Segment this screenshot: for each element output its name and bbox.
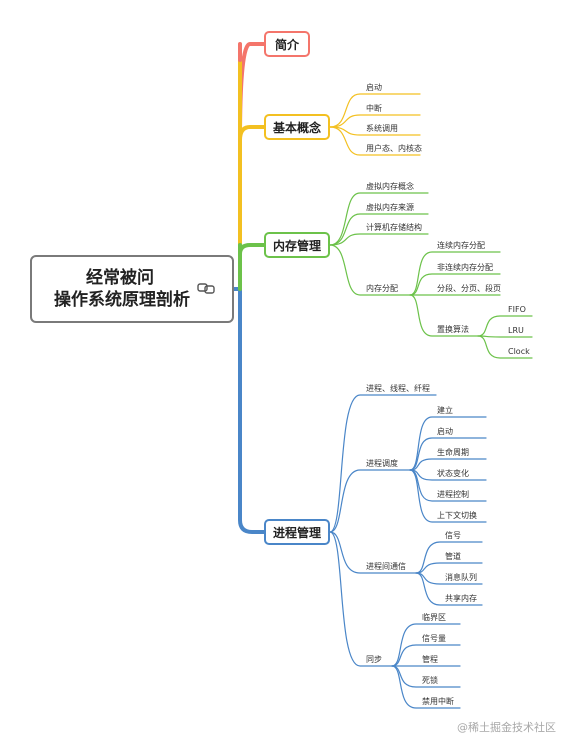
root-title-line2: 操作系统原理剖析 [54, 290, 190, 310]
leaf-sync-1[interactable]: 信号量 [422, 634, 446, 643]
leaf-replace-fifo[interactable]: FIFO [508, 305, 526, 314]
topic-process-management[interactable]: 进程管理 [264, 519, 330, 545]
leaf-ipc-1[interactable]: 管道 [445, 552, 461, 561]
leaf-sched-4[interactable]: 进程控制 [437, 490, 469, 499]
leaf-basic-1[interactable]: 中断 [366, 104, 382, 113]
leaf-sync-4[interactable]: 禁用中断 [422, 697, 454, 706]
leaf-ipc-3[interactable]: 共享内存 [445, 594, 477, 603]
leaf-alloc-replace[interactable]: 置换算法 [437, 325, 469, 334]
root-title-line1: 经常被问 [86, 268, 154, 288]
leaf-memory-alloc[interactable]: 内存分配 [366, 284, 398, 293]
leaf-sync-2[interactable]: 管程 [422, 655, 438, 664]
topic-memory-management[interactable]: 内存管理 [264, 232, 330, 258]
leaf-ipc-2[interactable]: 消息队列 [445, 573, 477, 582]
watermark: @稀土掘金技术社区 [457, 721, 556, 734]
leaf-sched-3[interactable]: 状态变化 [437, 469, 469, 478]
topic-intro[interactable]: 简介 [264, 31, 310, 57]
leaf-process-threads[interactable]: 进程、线程、纤程 [366, 384, 430, 393]
link-icon[interactable] [197, 281, 215, 295]
leaf-alloc-2[interactable]: 分段、分页、段页 [437, 284, 501, 293]
leaf-basic-2[interactable]: 系统调用 [366, 124, 398, 133]
leaf-sched-5[interactable]: 上下文切换 [437, 511, 477, 520]
leaf-process-ipc[interactable]: 进程间通信 [366, 562, 406, 571]
trunk-lines [232, 42, 266, 534]
leaf-replace-clock[interactable]: Clock [508, 347, 530, 356]
leaf-replace-lru[interactable]: LRU [508, 326, 524, 335]
topic-basic-concepts[interactable]: 基本概念 [264, 114, 330, 140]
leaf-basic-0[interactable]: 启动 [366, 83, 382, 92]
leaf-sched-2[interactable]: 生命周期 [437, 448, 469, 457]
leaf-process-sync[interactable]: 同步 [366, 655, 382, 664]
leaf-ipc-0[interactable]: 信号 [445, 531, 461, 540]
branch-lines [329, 93, 533, 709]
leaf-sched-1[interactable]: 启动 [437, 427, 453, 436]
leaf-memory-1[interactable]: 虚拟内存来源 [366, 203, 414, 212]
leaf-alloc-0[interactable]: 连续内存分配 [437, 241, 485, 250]
leaf-basic-3[interactable]: 用户态、内核态 [366, 144, 422, 153]
leaf-alloc-1[interactable]: 非连续内存分配 [437, 263, 493, 272]
leaf-sched-0[interactable]: 建立 [437, 406, 453, 415]
root-topic[interactable]: 经常被问 操作系统原理剖析 [30, 255, 234, 323]
leaf-memory-2[interactable]: 计算机存储结构 [366, 223, 422, 232]
leaf-sync-0[interactable]: 临界区 [422, 613, 446, 622]
leaf-sync-3[interactable]: 死锁 [422, 676, 438, 685]
leaf-memory-0[interactable]: 虚拟内存概念 [366, 182, 414, 191]
leaf-process-sched[interactable]: 进程调度 [366, 459, 398, 468]
